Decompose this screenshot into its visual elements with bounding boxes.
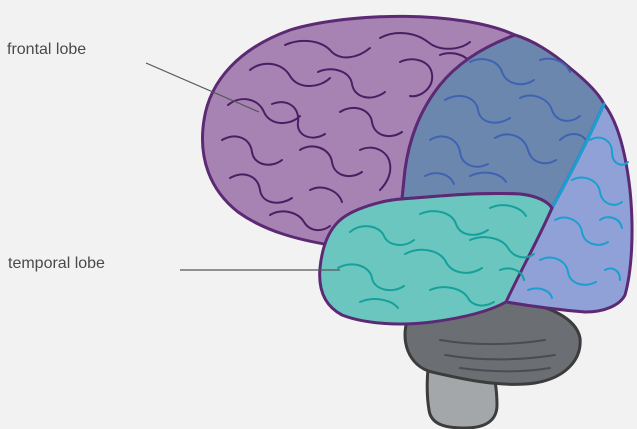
temporal-lobe-label: temporal lobe [8,255,105,273]
frontal-lobe-label: frontal lobe [7,41,86,59]
